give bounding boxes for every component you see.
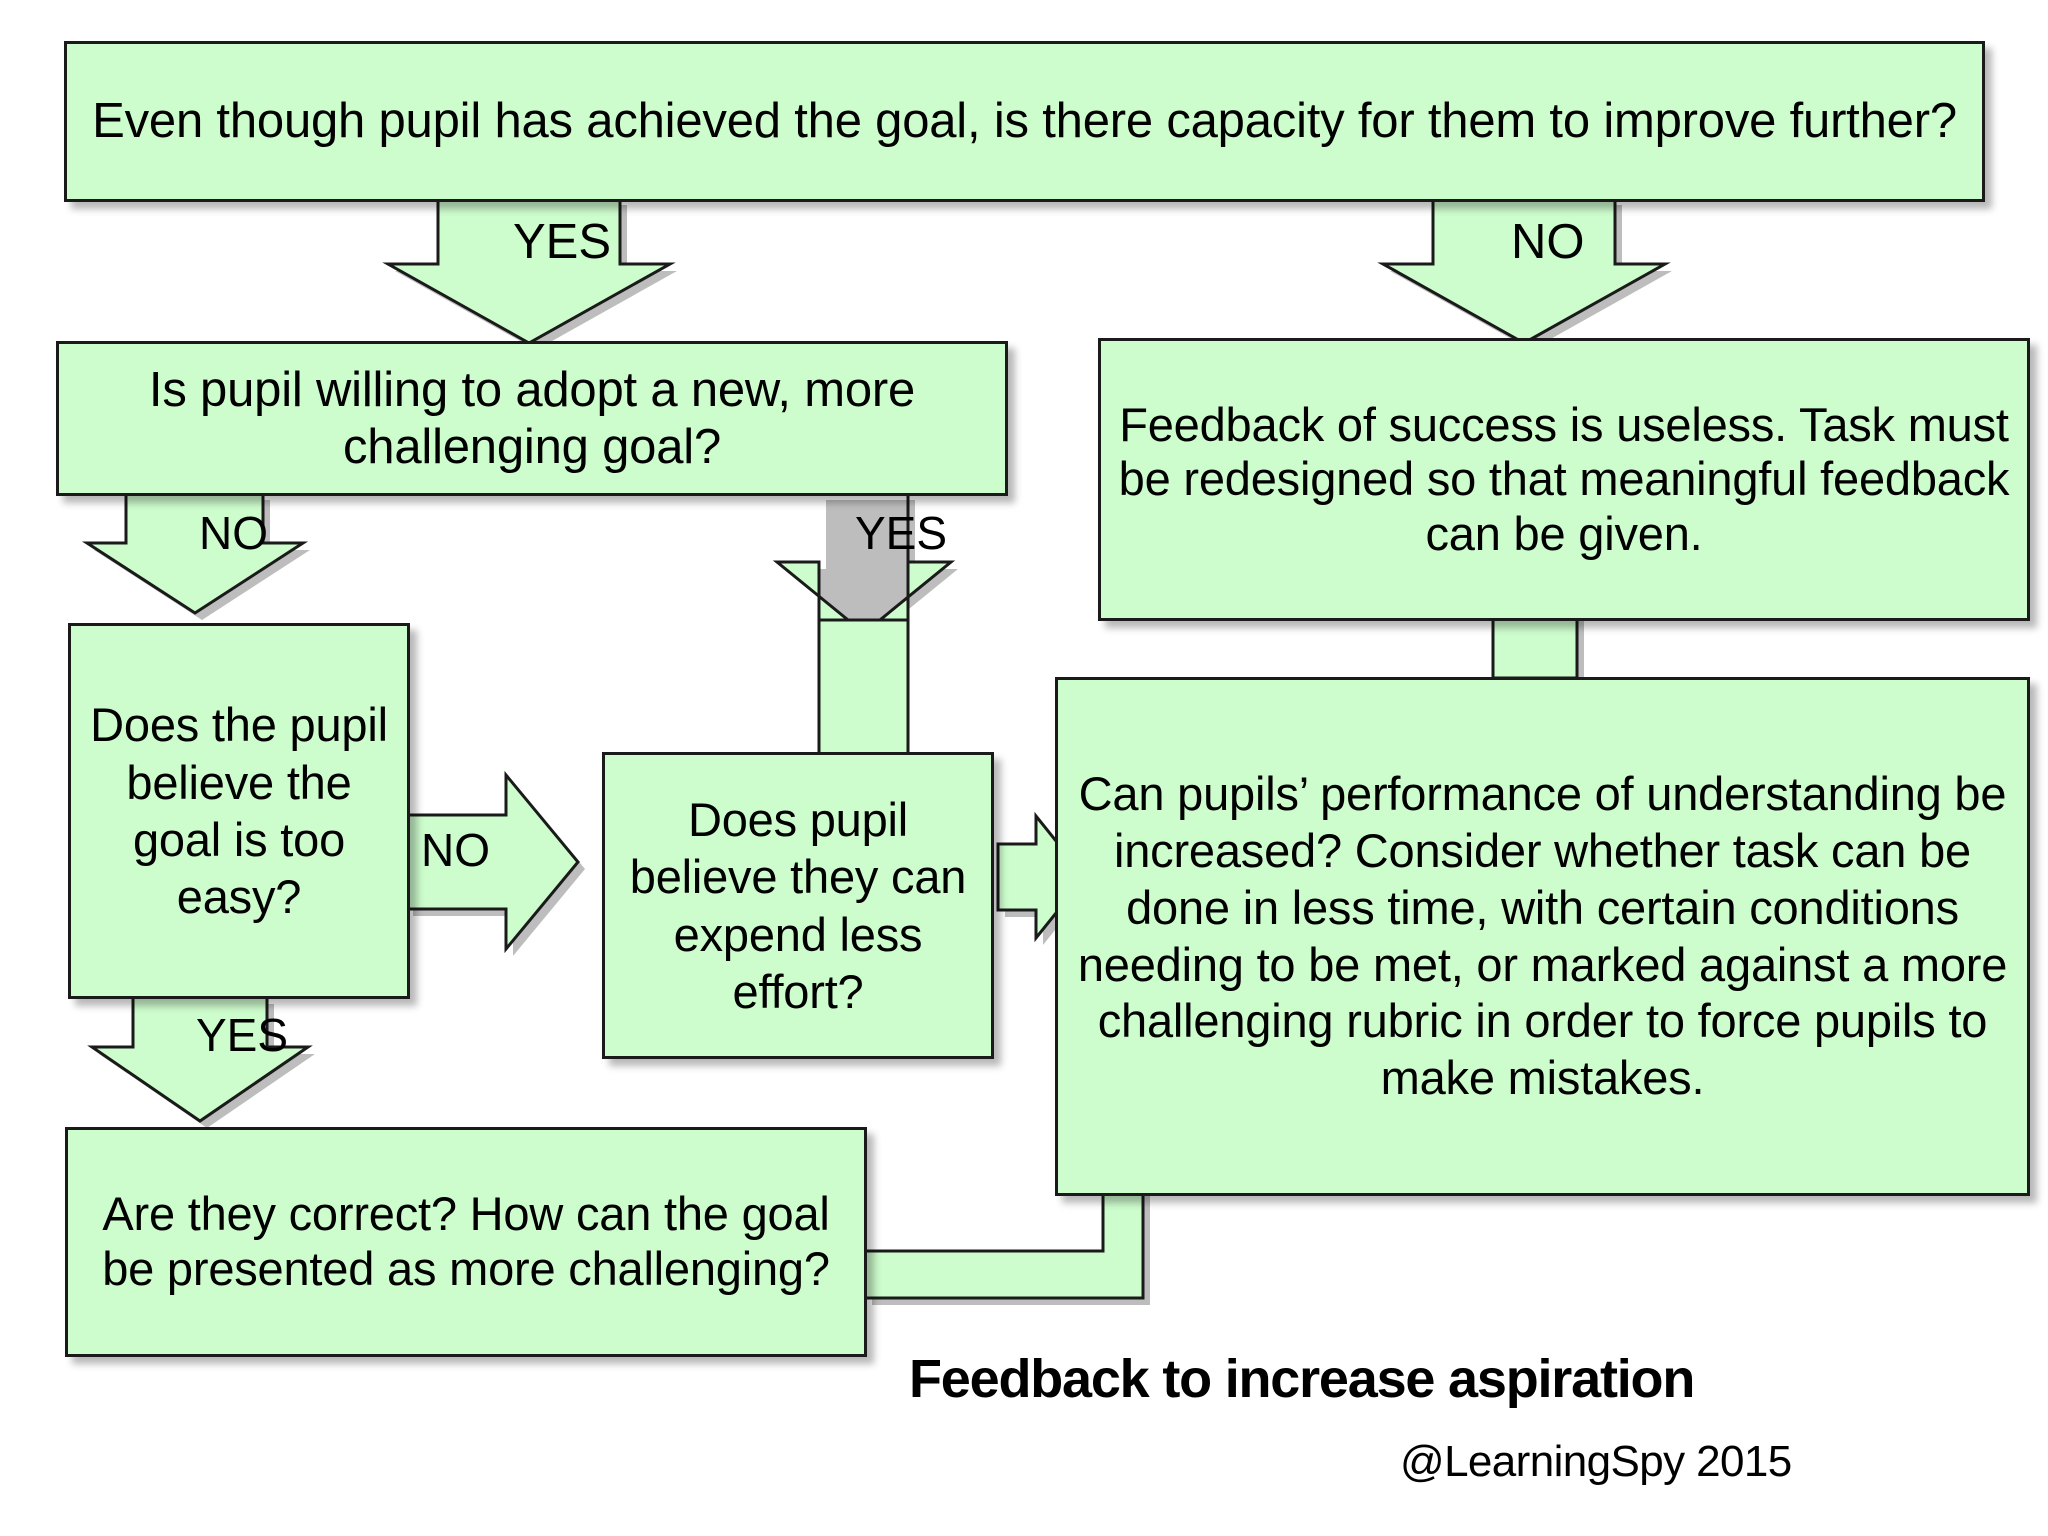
node-feedback-useless[interactable]: Feedback of success is useless. Task mus…	[1098, 338, 2030, 621]
node-increase-performance-label: Can pupils’ performance of understanding…	[1077, 766, 2008, 1105]
diagram-credit: @LearningSpy 2015	[1400, 1437, 1792, 1486]
node-too-easy[interactable]: Does the pupil believe the goal is too e…	[68, 623, 410, 999]
edge-label-tooeasy-no: NO	[421, 824, 490, 876]
edge-label-capacity-no: NO	[1511, 215, 1585, 269]
edge-label-newgoal-no: NO	[199, 507, 268, 559]
edge-label-tooeasy-yes: YES	[196, 1009, 289, 1061]
node-capacity[interactable]: Even though pupil has achieved the goal,…	[64, 41, 1985, 202]
arrow-tooeasy-yes	[87, 995, 315, 1128]
node-capacity-label: Even though pupil has achieved the goal,…	[92, 94, 1957, 149]
arrow-newgoal-no	[81, 491, 310, 620]
node-are-they-correct[interactable]: Are they correct? How can the goal be pr…	[65, 1127, 867, 1357]
node-feedback-useless-label: Feedback of success is useless. Task mus…	[1118, 397, 2010, 560]
node-new-goal[interactable]: Is pupil willing to adopt a new, more ch…	[56, 341, 1008, 496]
node-less-effort[interactable]: Does pupil believe they can expend less …	[602, 752, 994, 1059]
edge-label-capacity-yes: YES	[513, 215, 612, 269]
node-less-effort-label: Does pupil believe they can expend less …	[629, 792, 967, 1018]
arrow-capacity-no	[1377, 196, 1672, 350]
node-new-goal-label: Is pupil willing to adopt a new, more ch…	[148, 362, 916, 474]
node-too-easy-label: Does the pupil believe the goal is too e…	[90, 698, 388, 924]
node-increase-performance[interactable]: Can pupils’ performance of understanding…	[1055, 677, 2030, 1196]
diagram-title: Feedback to increase aspiration	[909, 1349, 1695, 1409]
edge-label-newgoal-yes: YES	[855, 507, 948, 559]
node-are-they-correct-label: Are they correct? How can the goal be pr…	[102, 1187, 830, 1295]
arrow-tooeasy-no	[404, 770, 585, 956]
arrow-capacity-yes	[382, 196, 677, 350]
